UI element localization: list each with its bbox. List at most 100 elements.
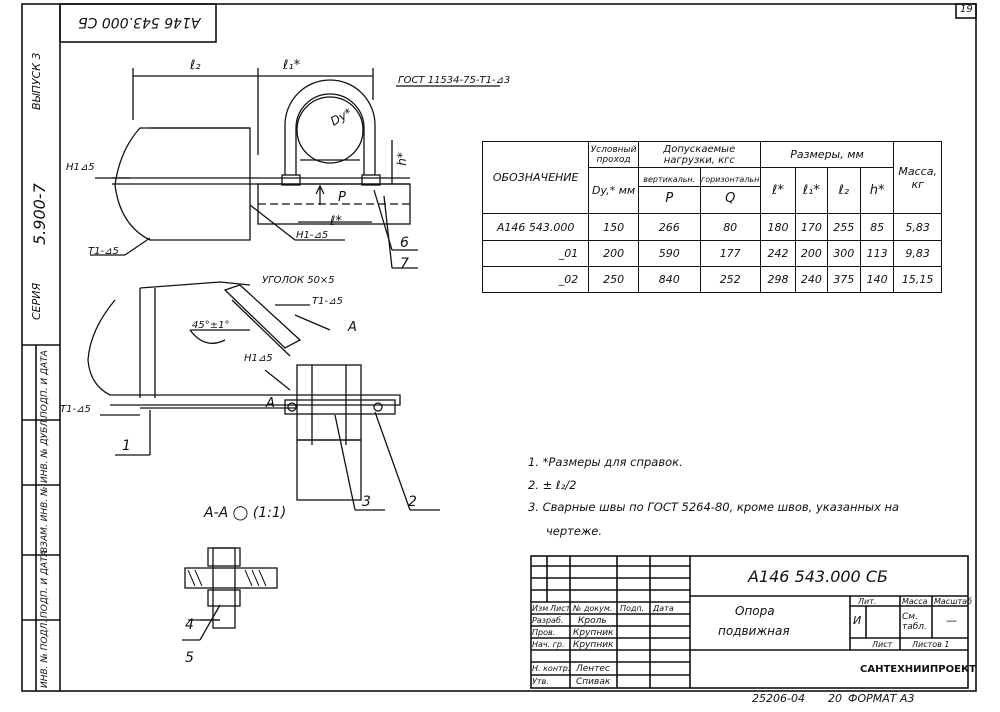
tb-org: САНТЕХНИИПРОЕКТ [860, 664, 976, 675]
cell: 200 [588, 239, 639, 267]
cell: 250 [588, 265, 639, 294]
tb-role-6: Утв. [532, 677, 549, 686]
cell: 840 [637, 265, 701, 294]
label-weld-t1-left: Т1-⊿5 [88, 246, 119, 257]
label-weld-h1-bottom: Н1-⊿5 [296, 230, 329, 241]
table-row: _02 250 840 252 298 240 375 140 15,15 [481, 265, 942, 294]
cell: 150 [588, 213, 639, 241]
note-2: 2. ± ℓ₂/2 [528, 478, 577, 492]
cell: 200 [795, 239, 828, 267]
label-weld-h1-mid: Н1⊿5 [244, 353, 273, 364]
tb-name-b: Крупник [573, 628, 614, 638]
side-series-number: 5.900-7 [30, 183, 49, 245]
label-l: ℓ* [330, 214, 342, 229]
tb-name-e: Лентес [576, 664, 610, 674]
section-title: А-А ◯ (1:1) [204, 505, 287, 521]
side-field-2: ИНВ. № ДУБЛ. [40, 417, 50, 483]
cell: 266 [637, 213, 701, 241]
page-number: 19 [960, 4, 973, 15]
tb-sheets: Листов 1 [912, 640, 950, 649]
hdr-loads: Допускаемые нагрузки, кгс [637, 140, 761, 169]
hdr-h: h* [859, 167, 895, 215]
side-issue: ВЫПУСК 3 [30, 52, 43, 110]
label-section-mark: А [348, 320, 357, 335]
tb-col-sign: Подп. [620, 604, 645, 613]
callout-3: 3 [362, 494, 371, 510]
label-l1: ℓ₁* [283, 58, 301, 73]
callout-4: 4 [185, 617, 194, 633]
cell: 170 [795, 213, 828, 241]
cell: 255 [826, 213, 861, 241]
tb-scale: Масштаб [934, 597, 973, 606]
callout-1: 1 [122, 438, 131, 454]
side-field-3: ВЗАМ. ИНВ. № [40, 486, 50, 553]
hdr-designation: ОБОЗНАЧЕНИЕ [481, 140, 590, 215]
label-weld-t1-lower: Т1-⊿5 [60, 404, 91, 415]
callout-7: 7 [400, 256, 409, 272]
label-angle: 45°±1° [192, 320, 230, 331]
cell: А146 543.000 [481, 213, 590, 241]
label-l2: ℓ₂ [190, 58, 201, 73]
tb-name-1: Опора [735, 604, 775, 618]
tb-role-1: Разраб. [532, 616, 564, 625]
note-3: 3. Сварные швы по ГОСТ 5264-80, кроме шв… [528, 500, 900, 514]
callout-6: 6 [400, 235, 409, 251]
hdr-horizontal-sym: Q [725, 191, 736, 207]
tb-name-a: Кроль [578, 616, 607, 626]
tb-role-5: Н. контр. [532, 664, 571, 673]
hdr-horizontal-text: горизонтальн [700, 175, 760, 188]
tb-mass: Масса [902, 597, 928, 606]
callout-2: 2 [408, 494, 417, 510]
tb-col-izm: Изм [532, 604, 549, 613]
side-field-1: ПОДП. И ДАТА [40, 350, 50, 418]
footer-format: ФОРМАТ А3 [848, 692, 915, 705]
cell: 177 [699, 239, 761, 267]
cell: 80 [699, 213, 761, 241]
tb-mass-value: См. табл. [902, 612, 927, 632]
cell: 9,83 [893, 239, 942, 267]
cell: _02 [481, 265, 590, 294]
cell: 375 [826, 265, 861, 294]
label-P: P [338, 190, 346, 205]
label-gost-clamp: ГОСТ 11534-75-Т1-⊿3 [398, 75, 511, 86]
tb-col-list: Лист [550, 604, 571, 613]
hdr-vertical-sym: P [665, 191, 674, 207]
tb-col-doc: № докум. [573, 604, 613, 613]
tb-name-f: Спивак [576, 677, 611, 687]
hdr-l1: ℓ₁* [795, 167, 828, 215]
side-field-4: ПОДП. И ДАТА [40, 550, 50, 618]
cell: 85 [859, 213, 895, 241]
side-field-5: ИНВ. № ПОДЛ. [40, 619, 50, 688]
hdr-l: ℓ* [759, 167, 797, 215]
label-weld-h1-top: Н1⊿5 [66, 162, 95, 173]
tb-code: А146 543.000 СБ [748, 567, 888, 586]
tb-role-3: Нач. гр. [532, 640, 565, 649]
table-row: _01 200 590 177 242 200 300 113 9,83 [481, 239, 942, 267]
cell: 252 [699, 265, 761, 294]
cell: 242 [759, 239, 797, 267]
tb-lit: Лит. [858, 597, 877, 606]
table-row: А146 543.000 150 266 80 180 170 255 85 5… [481, 213, 942, 241]
cell: 180 [759, 213, 797, 241]
footer-sheet-no: 20 [828, 692, 842, 705]
cell: 140 [859, 265, 895, 294]
hdr-l2: ℓ₂ [826, 167, 861, 215]
note-1: 1. *Размеры для справок. [528, 455, 683, 469]
hdr-horizontal: горизонтальн Q [699, 167, 761, 215]
footer-number: 25206-04 [752, 692, 805, 705]
label-weld-t1-mid: Т1-⊿5 [312, 296, 343, 307]
label-section-mark-2: А [266, 396, 275, 411]
cell: _01 [481, 239, 590, 267]
tb-name-c: Крупник [573, 640, 614, 650]
hdr-vertical: вертикальн. P [637, 167, 701, 215]
side-series-label: СЕРИЯ [30, 282, 43, 320]
hdr-nominal-pass: Условный проход [588, 140, 639, 169]
tb-lit-value: И [853, 614, 862, 627]
doc-stamp: А146 543.000 СБ [78, 14, 201, 30]
cell: 298 [759, 265, 797, 294]
hdr-mass: Масса, кг [893, 140, 942, 215]
tb-scale-value: — [946, 614, 957, 627]
cell: 5,83 [893, 213, 942, 241]
hdr-vertical-text: вертикальн. [638, 175, 700, 188]
